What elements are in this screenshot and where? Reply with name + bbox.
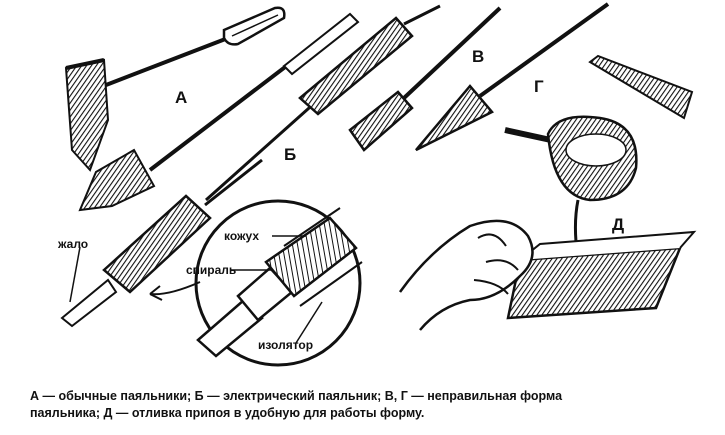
label-g: Г: [534, 77, 544, 96]
label-v: В: [472, 47, 484, 66]
label-izolyator: изолятор: [258, 338, 313, 352]
soldering-iron-g: [415, 2, 694, 152]
solder-casting-d: [398, 115, 697, 331]
caption-line-1: А — обычные паяльники; Б — электрический…: [30, 389, 563, 403]
label-d: Д: [612, 215, 624, 234]
label-kozhukh: кожух: [224, 229, 259, 243]
soldering-irons-illustration: А Б В Г Д жало кожух спираль изолятор: [57, 2, 697, 367]
label-zhalo: жало: [57, 237, 88, 251]
electric-iron-upper: [205, 4, 441, 202]
soldering-iron-a-hatchet: [64, 6, 286, 172]
label-b: Б: [284, 145, 296, 164]
soldering-iron-v: [348, 6, 502, 152]
leader-lines: [69, 235, 323, 344]
label-spiral: спираль: [186, 263, 236, 277]
caption-line-2: паяльника; Д — отливка припоя в удобную …: [30, 406, 425, 420]
soldering-iron-a-pointed: [78, 12, 360, 212]
label-a: А: [175, 88, 187, 107]
detail-magnifier: [149, 199, 363, 367]
figure-caption: А — обычные паяльники; Б — электрический…: [30, 388, 710, 422]
electric-iron-lower: [60, 158, 263, 328]
